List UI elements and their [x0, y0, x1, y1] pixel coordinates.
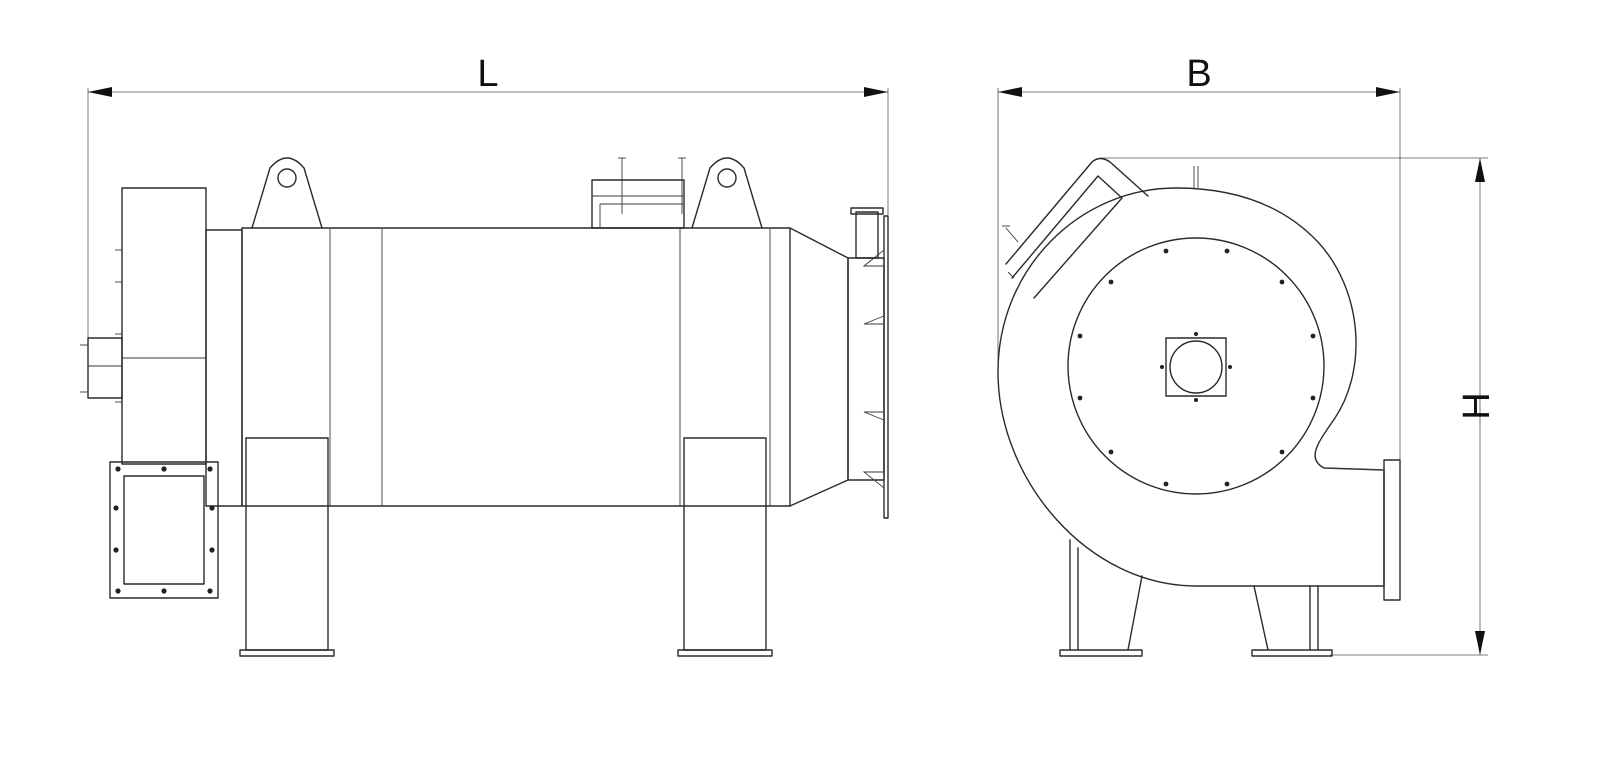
dimension-h: H	[1100, 157, 1498, 656]
dimension-label-h: H	[1456, 392, 1498, 419]
dimension-b: B	[997, 53, 1401, 460]
bolt-circle	[1077, 248, 1316, 487]
dimension-label-b: B	[1186, 53, 1211, 95]
dimension-label-l: L	[477, 53, 498, 95]
end-view	[997, 157, 1401, 657]
side-view	[80, 157, 889, 657]
dimension-l: L	[87, 53, 889, 340]
